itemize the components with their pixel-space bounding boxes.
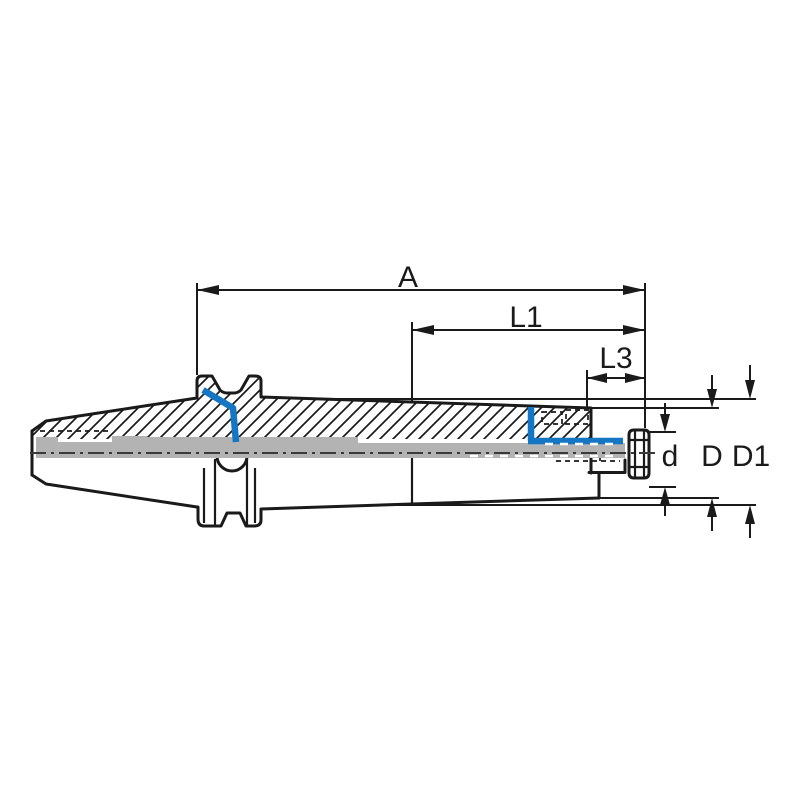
dim-label-D1: D1: [732, 440, 770, 473]
coolant-channel-highlight: [201, 387, 623, 446]
dimension-A: A: [196, 261, 646, 428]
dimension-d: d: [649, 403, 678, 516]
dim-label-L1: L1: [509, 301, 542, 334]
dim-label-A: A: [398, 261, 418, 294]
dimension-D1: D1: [320, 365, 770, 538]
dim-label-L3: L3: [599, 342, 632, 375]
dim-label-d: d: [662, 440, 679, 473]
dim-label-D: D: [701, 440, 723, 473]
dimension-D: D: [591, 375, 723, 531]
dimension-L3: L3: [586, 342, 645, 407]
clamping-screw-head: [627, 428, 651, 480]
section-hatch: [32, 376, 591, 439]
dimension-L1: L1: [411, 301, 645, 402]
